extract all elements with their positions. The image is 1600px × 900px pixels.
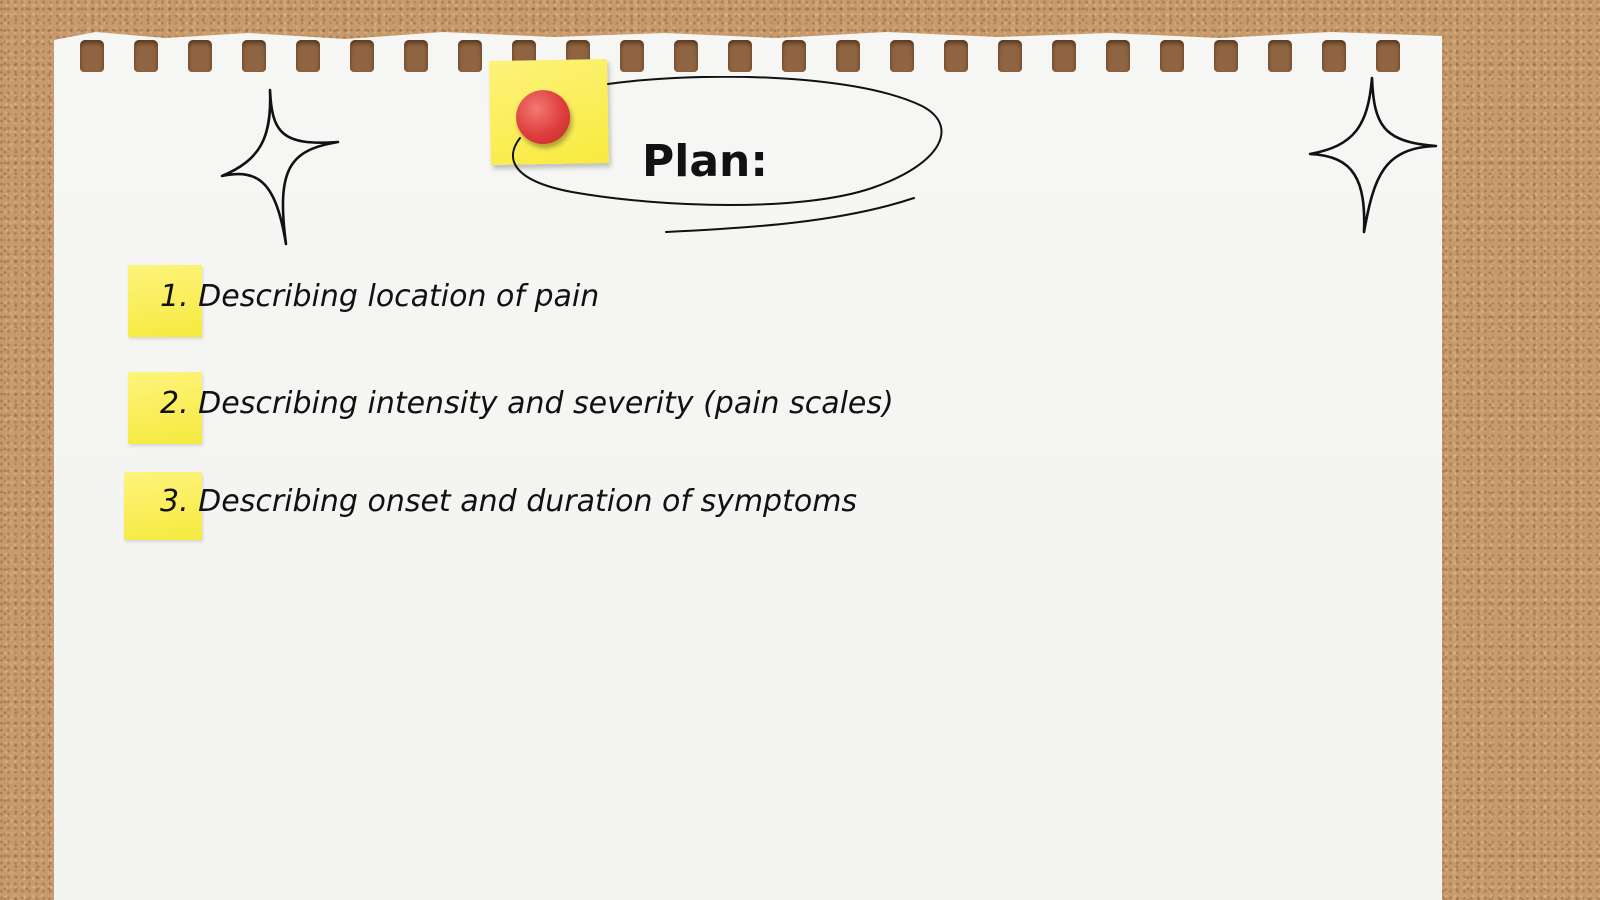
- page-title: Plan:: [642, 136, 768, 187]
- list-item-text: 1. Describing location of pain: [160, 279, 600, 314]
- binding-hole: [296, 40, 320, 72]
- sticky-note-marker: [128, 265, 202, 337]
- sticky-note-marker: [124, 472, 202, 540]
- binding-hole: [620, 40, 644, 72]
- binding-hole: [1106, 40, 1130, 72]
- sparkle-icon: [220, 88, 340, 246]
- sticky-note-marker: [128, 372, 202, 444]
- sparkle-icon: [1308, 76, 1438, 234]
- list-item: 1. Describing location of pain: [128, 265, 1128, 339]
- binding-hole: [1052, 40, 1076, 72]
- hand-drawn-oval: [512, 76, 943, 233]
- binding-hole: [80, 40, 104, 72]
- list-item: 3. Describing onset and duration of symp…: [124, 470, 1128, 544]
- binding-hole: [188, 40, 212, 72]
- binding-hole: [944, 40, 968, 72]
- binding-hole: [404, 40, 428, 72]
- binding-hole: [1214, 40, 1238, 72]
- binding-hole: [728, 40, 752, 72]
- binding-hole: [458, 40, 482, 72]
- binding-hole: [350, 40, 374, 72]
- binding-hole: [836, 40, 860, 72]
- binding-hole: [1268, 40, 1292, 72]
- list-item: 2. Describing intensity and severity (pa…: [128, 372, 1128, 446]
- binding-hole: [674, 40, 698, 72]
- binding-hole: [890, 40, 914, 72]
- binding-hole: [242, 40, 266, 72]
- binding-hole: [1160, 40, 1184, 72]
- list-item-text: 2. Describing intensity and severity (pa…: [160, 386, 894, 421]
- binding-hole: [1322, 40, 1346, 72]
- binding-hole: [998, 40, 1022, 72]
- list-item-text: 3. Describing onset and duration of symp…: [160, 484, 858, 519]
- binding-hole: [782, 40, 806, 72]
- spiral-holes: [80, 40, 1400, 76]
- binding-hole: [1376, 40, 1400, 72]
- binding-hole: [134, 40, 158, 72]
